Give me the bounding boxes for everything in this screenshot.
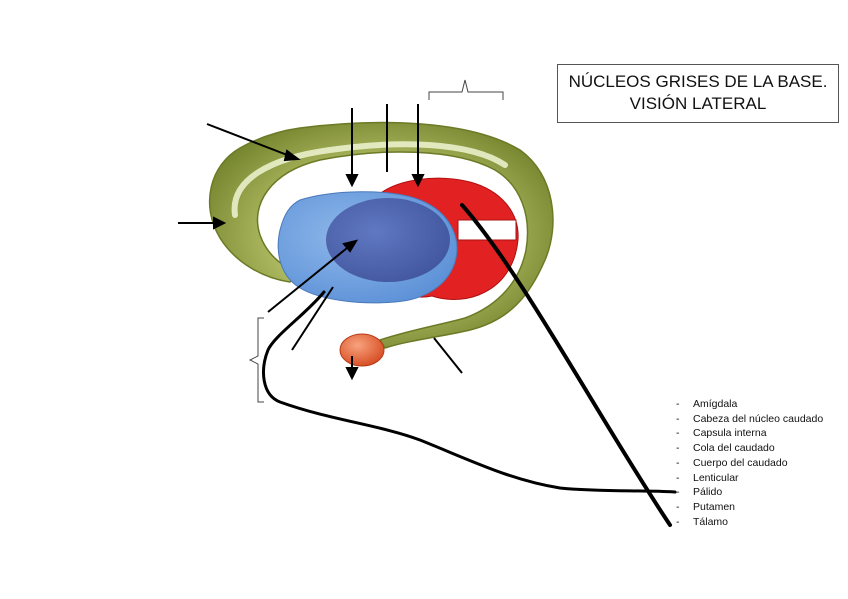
- legend-item-label: Cabeza del núcleo caudado: [693, 412, 824, 425]
- legend-bullet: -: [676, 412, 680, 425]
- legend-item-label: Pálido: [693, 486, 723, 499]
- arrow-amygdala-head: [345, 367, 359, 381]
- legend-item-label: Tálamo: [693, 515, 729, 528]
- arrow-caudate-body-head: [283, 149, 301, 162]
- arrow-pallidum: [267, 243, 353, 313]
- legend-item: - Amígdala: [676, 397, 823, 412]
- bracket-top: [428, 79, 504, 100]
- legend-bullet: -: [676, 456, 680, 469]
- legend-bullet: -: [676, 515, 680, 528]
- legend-bullet: -: [676, 398, 680, 410]
- legend-item-label: Lenticular: [693, 471, 739, 484]
- arrow-caudate-head-tip: [213, 216, 227, 230]
- leader-line-lenticular: [262, 290, 677, 494]
- legend-item: -Cabeza del núcleo caudado: [676, 412, 823, 427]
- title-line-2: VISIÓN LATERAL: [629, 94, 767, 113]
- arrow-top-1-head: [345, 174, 359, 188]
- arrow-top-3-head: [411, 174, 425, 188]
- legend-item-label: Amígdala: [693, 398, 738, 410]
- pallidum-shape: [326, 198, 450, 282]
- amygdala-shape: [339, 333, 385, 367]
- arrow-caudate-tail: [433, 337, 463, 374]
- diagram-title-box: NÚCLEOS GRISES DE LA BASE. VISIÓN LATERA…: [557, 64, 839, 123]
- legend-bullet: -: [676, 486, 680, 499]
- leader-line-thalamus: [460, 203, 672, 527]
- thalamus-label-box: [457, 219, 517, 241]
- arrow-pallidum-head: [342, 239, 359, 253]
- arrow-caudate-body: [206, 123, 296, 159]
- legend-item: -Lenticular: [676, 471, 823, 486]
- legend-item-label: Capsula interna: [693, 427, 767, 440]
- legend-bullet: -: [676, 500, 680, 513]
- legend-item: -Putamen: [676, 500, 823, 515]
- legend-item-label: Cuerpo del caudado: [693, 456, 788, 469]
- legend-bullet: -: [676, 471, 680, 484]
- legend-item: -Tálamo: [676, 515, 823, 530]
- title-line-1: NÚCLEOS GRISES DE LA BASE.: [568, 72, 828, 91]
- pointer-arrows: [178, 104, 463, 381]
- legend-item: -Capsula interna: [676, 426, 823, 441]
- legend-item-label: Cola del caudado: [693, 442, 775, 455]
- bracket-left: [248, 317, 264, 403]
- caudate-highlight: [231, 141, 508, 218]
- arrow-putamen-low: [291, 286, 334, 351]
- legend-bullet: -: [676, 427, 680, 440]
- legend-item: -Cola del caudado: [676, 441, 823, 456]
- legend-item: -Pálido: [676, 485, 823, 500]
- structure-legend: -Amígdala -Cabeza del núcleo caudado -Ca…: [676, 397, 823, 529]
- caudate-body-shape: [208, 121, 554, 349]
- legend-item-label: Putamen: [693, 500, 736, 513]
- legend-item: -Cuerpo del caudado: [676, 456, 823, 471]
- legend-bullet: -: [676, 442, 680, 455]
